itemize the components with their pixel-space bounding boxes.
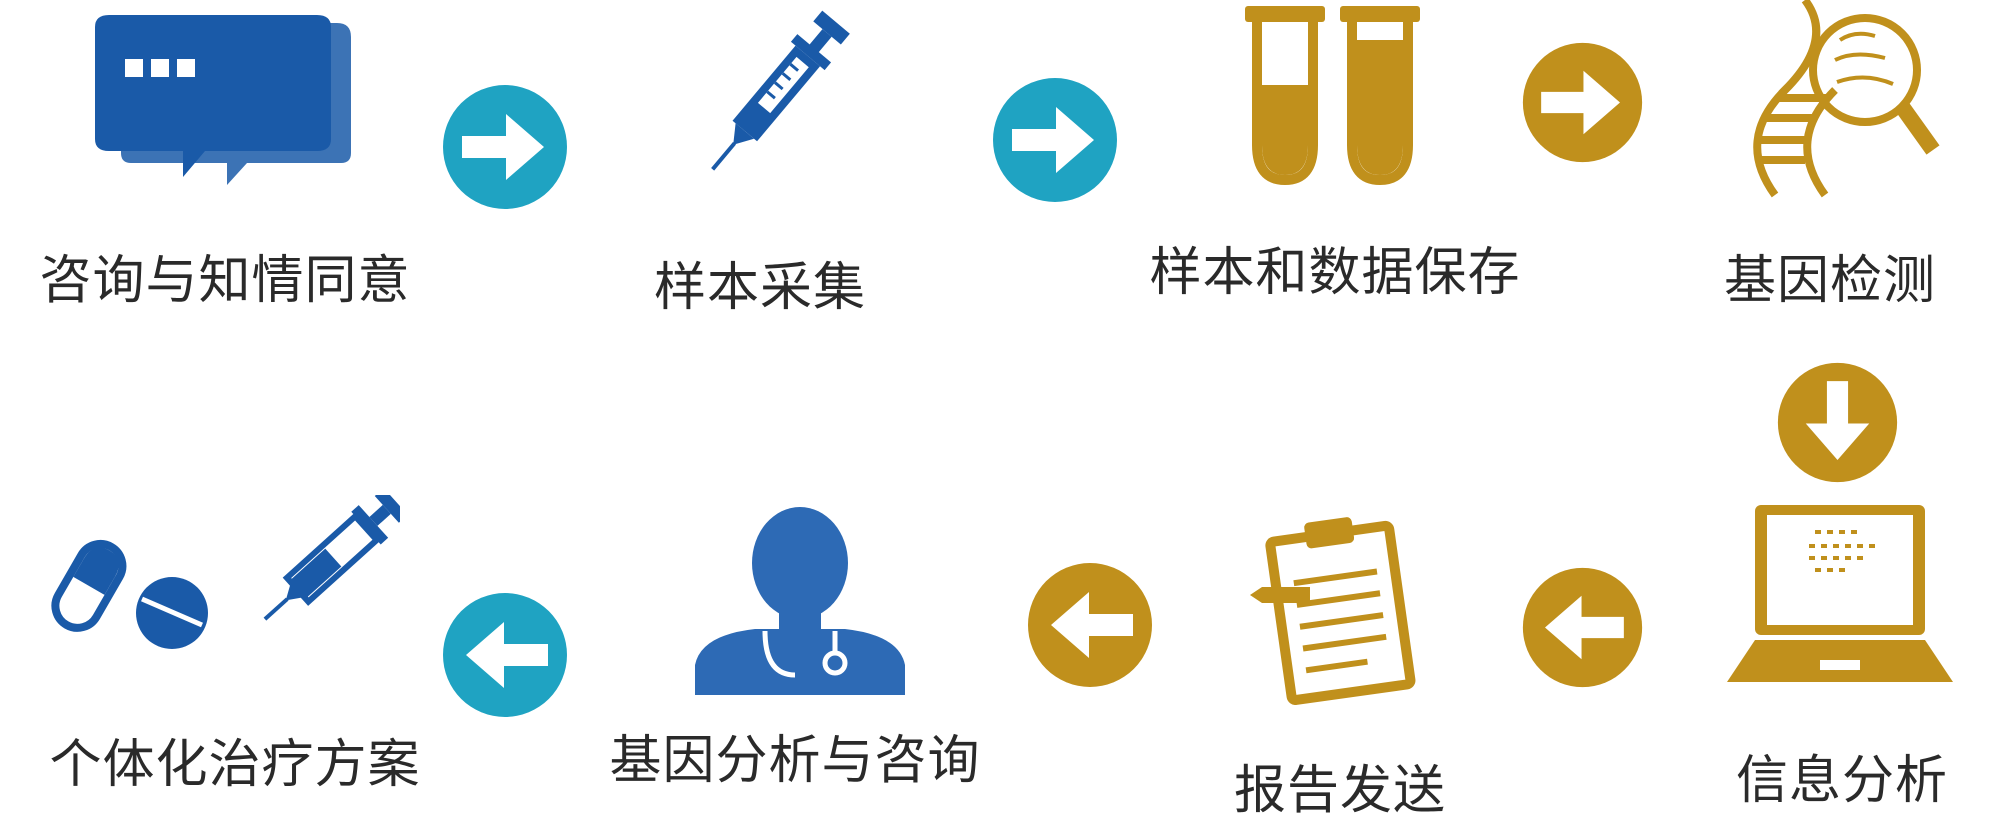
step-gene-counseling	[695, 505, 905, 695]
step-label-sampling: 样本采集	[653, 258, 867, 318]
doctor-icon	[695, 507, 905, 695]
arrow-down-icon	[1777, 362, 1898, 483]
arrow-left-icon	[443, 593, 567, 717]
step-treatment-plan	[50, 495, 400, 670]
step-label-info-analysis: 信息分析	[1735, 751, 1949, 811]
arrow-left-icon	[1028, 563, 1152, 687]
laptop-icon	[1727, 505, 1953, 682]
step-label-treatment-plan: 个体化治疗方案	[49, 735, 421, 795]
pills-syringe-icon	[51, 495, 400, 649]
arrow-right-2	[990, 75, 1120, 205]
arrow-down-1	[1775, 360, 1900, 485]
dna-magnifier-icon	[1753, 0, 1940, 198]
arrow-left-3	[440, 590, 570, 720]
arrow-right-icon	[993, 78, 1117, 202]
arrow-left-2	[1025, 560, 1155, 690]
arrow-right-icon	[1522, 42, 1643, 163]
arrow-right-icon	[443, 85, 567, 209]
step-sampling	[675, 10, 875, 180]
test-tubes-icon	[1245, 6, 1420, 186]
arrow-left-1	[1520, 565, 1645, 690]
arrow-right-3	[1520, 40, 1645, 165]
step-storage	[1245, 0, 1425, 190]
speech-bubble-icon	[95, 15, 351, 185]
step-label-gene-counseling: 基因分析与咨询	[609, 731, 981, 791]
step-info-analysis	[1725, 500, 1955, 685]
step-report-sending	[1250, 515, 1430, 705]
clipboard-icon	[1250, 517, 1416, 705]
syringe-icon	[711, 10, 850, 171]
arrow-right-1	[440, 82, 570, 212]
step-gene-testing	[1715, 0, 1945, 200]
arrow-left-icon	[1522, 567, 1643, 688]
step-label-consultation: 咨询与知情同意	[39, 251, 411, 311]
step-label-storage: 样本和数据保存	[1149, 243, 1521, 303]
step-consultation	[95, 15, 355, 190]
step-label-report-sending: 报告发送	[1233, 761, 1447, 821]
step-label-gene-testing: 基因检测	[1723, 251, 1937, 311]
